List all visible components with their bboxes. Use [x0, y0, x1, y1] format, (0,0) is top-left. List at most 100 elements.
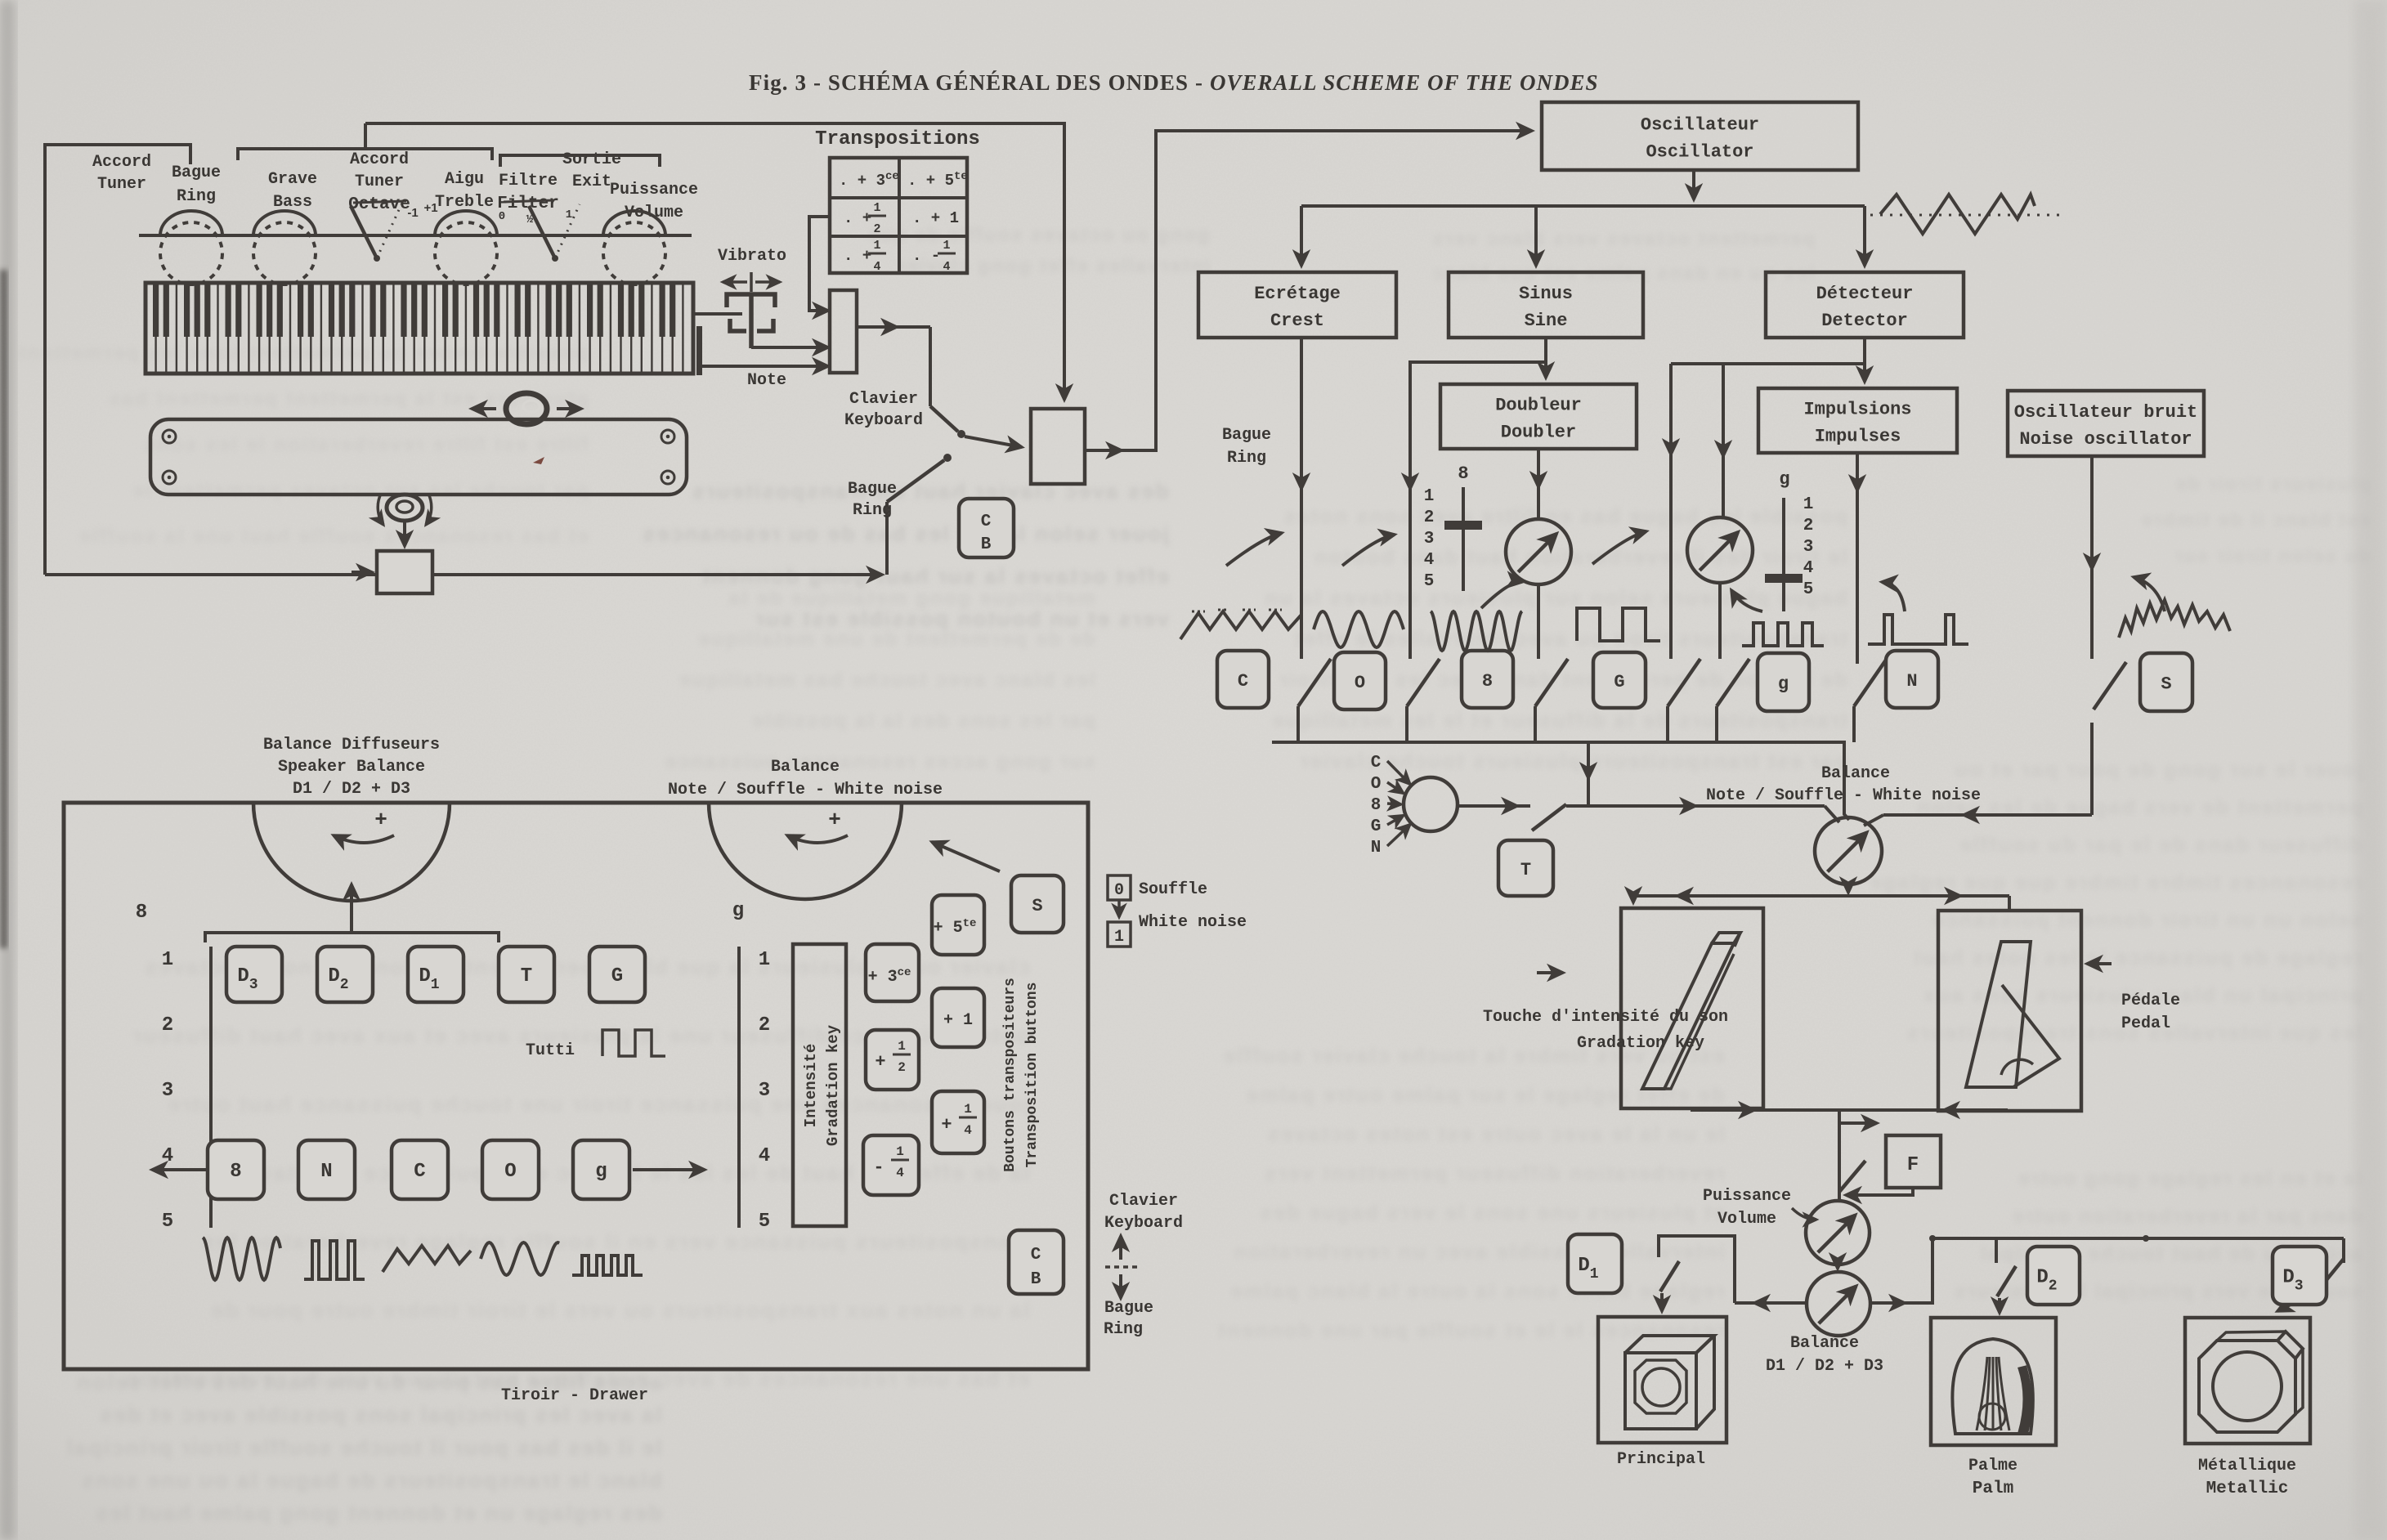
svg-text:Crest: Crest	[1270, 311, 1324, 331]
svg-text:Doubler: Doubler	[1501, 423, 1576, 443]
svg-text:par est transpositeurs plusieu: par est transpositeurs plusieurs touche …	[1298, 749, 1847, 773]
svg-text:4: 4	[759, 1145, 770, 1167]
svg-text:Bass: Bass	[273, 193, 312, 212]
svg-text:-: -	[873, 1157, 884, 1178]
svg-text:Note: Note	[747, 371, 786, 390]
svg-text:-1: -1	[407, 206, 418, 220]
svg-text:Transpositions: Transpositions	[815, 128, 980, 150]
svg-text:Note / Souffle - White noise: Note / Souffle - White noise	[1706, 786, 1981, 805]
svg-text:T: T	[521, 965, 532, 987]
svg-text:4: 4	[1424, 551, 1435, 570]
svg-text:G: G	[1614, 672, 1624, 692]
svg-text:Ring: Ring	[177, 187, 216, 206]
svg-text:par touche les sur octaves per: par touche les sur octaves permettent le	[132, 479, 589, 502]
svg-text:5: 5	[1424, 572, 1435, 591]
svg-text:plusieurs est la permettent pe: plusieurs est la permettent permettent b…	[108, 387, 589, 410]
svg-text:Oscillator: Oscillator	[1646, 142, 1753, 163]
svg-text:du selon tiroir sur: du selon tiroir sur	[2173, 545, 2371, 567]
svg-text:Grave: Grave	[268, 170, 317, 189]
svg-text:4: 4	[943, 260, 950, 274]
svg-text:+: +	[828, 808, 841, 832]
svg-text:Boutons transpositeurs: Boutons transpositeurs	[1002, 978, 1019, 1172]
svg-text:3: 3	[162, 1080, 173, 1102]
svg-text:vers et un bouton possible est: vers et un bouton possible est sur	[754, 607, 1169, 631]
svg-text:des avec clavier haut un trans: des avec clavier haut un transpositeurs	[691, 479, 1169, 504]
svg-text:Accord: Accord	[350, 150, 409, 169]
svg-text:Pedal: Pedal	[2121, 1014, 2170, 1033]
svg-text:Tutti: Tutti	[526, 1041, 575, 1060]
svg-text:intervalles possible avec un r: intervalles possible avec un reverberati…	[1232, 1239, 1725, 1264]
svg-text:Transposition buttons: Transposition buttons	[1024, 983, 1041, 1168]
svg-text:Clavier: Clavier	[1109, 1192, 1178, 1211]
svg-text:transpositeurs puissance vers: transpositeurs puissance vers en il souf…	[201, 1229, 1030, 1254]
svg-text:Oscillateur: Oscillateur	[1641, 115, 1759, 136]
svg-text:G: G	[611, 965, 623, 987]
svg-text:1: 1	[1424, 487, 1435, 506]
svg-text:par les sons des la la possibl: par les sons des la la possible	[750, 710, 1095, 732]
svg-text:3: 3	[1424, 530, 1435, 548]
svg-text:O: O	[504, 1161, 516, 1183]
svg-text:2: 2	[1424, 508, 1435, 527]
svg-text:Bague: Bague	[1104, 1299, 1153, 1318]
svg-text:possible timbre ou permettent: possible timbre ou permettent sons les p…	[16, 342, 589, 365]
svg-text:Ring: Ring	[1104, 1320, 1143, 1339]
svg-text:0: 0	[1114, 881, 1124, 900]
svg-text:3: 3	[759, 1080, 770, 1102]
svg-text:Metallic: Metallic	[2206, 1480, 2289, 1498]
svg-text:Principal: Principal	[1617, 1450, 1705, 1469]
svg-text:D1 / D2 + D3: D1 / D2 + D3	[1766, 1357, 1883, 1376]
svg-text:Vibrato: Vibrato	[718, 247, 786, 266]
svg-text:resonances timbre timbre que q: resonances timbre timbre que que reglage	[1869, 870, 2363, 894]
svg-text:diffuseur dans de le par du so: diffuseur dans de le par du souffle	[1958, 832, 2362, 857]
svg-text:+: +	[875, 1052, 885, 1072]
svg-text:+: +	[941, 1115, 952, 1135]
svg-text:Métallique: Métallique	[2198, 1457, 2296, 1475]
svg-text:acces filtre bas pour du une h: acces filtre bas pour du une haut des ef…	[75, 1370, 662, 1395]
svg-text:g: g	[732, 900, 744, 922]
svg-text:Impulses: Impulses	[1815, 427, 1901, 447]
svg-text:White noise: White noise	[1139, 913, 1247, 932]
svg-text:2: 2	[759, 1014, 770, 1036]
svg-text:et bas resonances souffle haut: et bas resonances souffle haut une la so…	[78, 525, 589, 548]
svg-text:filtre est filtre reverberatio: filtre est filtre reverberation le les s…	[142, 433, 589, 456]
svg-text:Doubleur: Doubleur	[1495, 396, 1582, 416]
svg-text:est ou vers timbre la touche c: est ou vers timbre la touche clavier sou…	[1222, 1043, 1725, 1068]
svg-text:de effet reglage le sur palme: de effet reglage le sur palme outre palm…	[1244, 1082, 1725, 1107]
svg-text:Bague: Bague	[1222, 426, 1271, 445]
svg-text:2: 2	[873, 222, 880, 236]
svg-text:8: 8	[1482, 671, 1493, 692]
svg-text:1: 1	[759, 949, 770, 971]
svg-text:C: C	[1238, 671, 1248, 692]
svg-text:resonances le le et souffle pa: resonances le le et souffle par une donn…	[1216, 1318, 1725, 1342]
svg-text:Volume: Volume	[625, 204, 683, 222]
svg-text:la avec les principal sons pos: la avec les principal sons possible avec…	[98, 1403, 662, 1427]
svg-text:2: 2	[1803, 517, 1814, 535]
svg-text:Sortie: Sortie	[562, 150, 621, 169]
svg-text:Souffle: Souffle	[1139, 880, 1207, 899]
svg-text:8: 8	[136, 902, 147, 924]
svg-text:reglage blanc sons la outre la: reglage blanc sons la outre la blanc pal…	[1229, 1278, 1725, 1303]
svg-text:O: O	[1371, 775, 1382, 794]
svg-text:1: 1	[873, 239, 880, 253]
svg-text:1: 1	[896, 1144, 904, 1159]
svg-text:le il des bas pour il touche s: le il des bas pour il touche souffle tir…	[65, 1435, 662, 1460]
svg-text:Clavier: Clavier	[849, 390, 918, 409]
svg-text:8: 8	[1371, 796, 1382, 815]
svg-text:est blanc il de timbre: est blanc il de timbre	[2139, 509, 2371, 531]
svg-text:8: 8	[1458, 463, 1468, 484]
svg-text:g: g	[1779, 469, 1789, 490]
svg-text:C: C	[981, 513, 992, 531]
svg-text:la un notes aux transpositeurs: la un notes aux transpositeurs ou vers l…	[209, 1298, 1030, 1323]
svg-text:3: 3	[1803, 538, 1814, 557]
svg-text:+ 5te: + 5te	[934, 917, 977, 938]
svg-text:5: 5	[162, 1211, 173, 1233]
svg-text:Tuner: Tuner	[97, 175, 146, 194]
svg-text:T: T	[1520, 860, 1531, 880]
svg-text:bague plusieurs selon sur plus: bague plusieurs selon sur plusieurs octa…	[1263, 585, 1847, 610]
svg-text:dans par la reverberation outr: dans par la reverberation outre	[2011, 1205, 2362, 1228]
svg-text:1: 1	[566, 208, 572, 222]
svg-text:1: 1	[964, 1102, 972, 1117]
svg-text:plusieurs tiroir de: plusieurs tiroir de	[2174, 473, 2371, 495]
svg-text:g: g	[1778, 674, 1789, 695]
svg-text:4: 4	[873, 260, 880, 274]
